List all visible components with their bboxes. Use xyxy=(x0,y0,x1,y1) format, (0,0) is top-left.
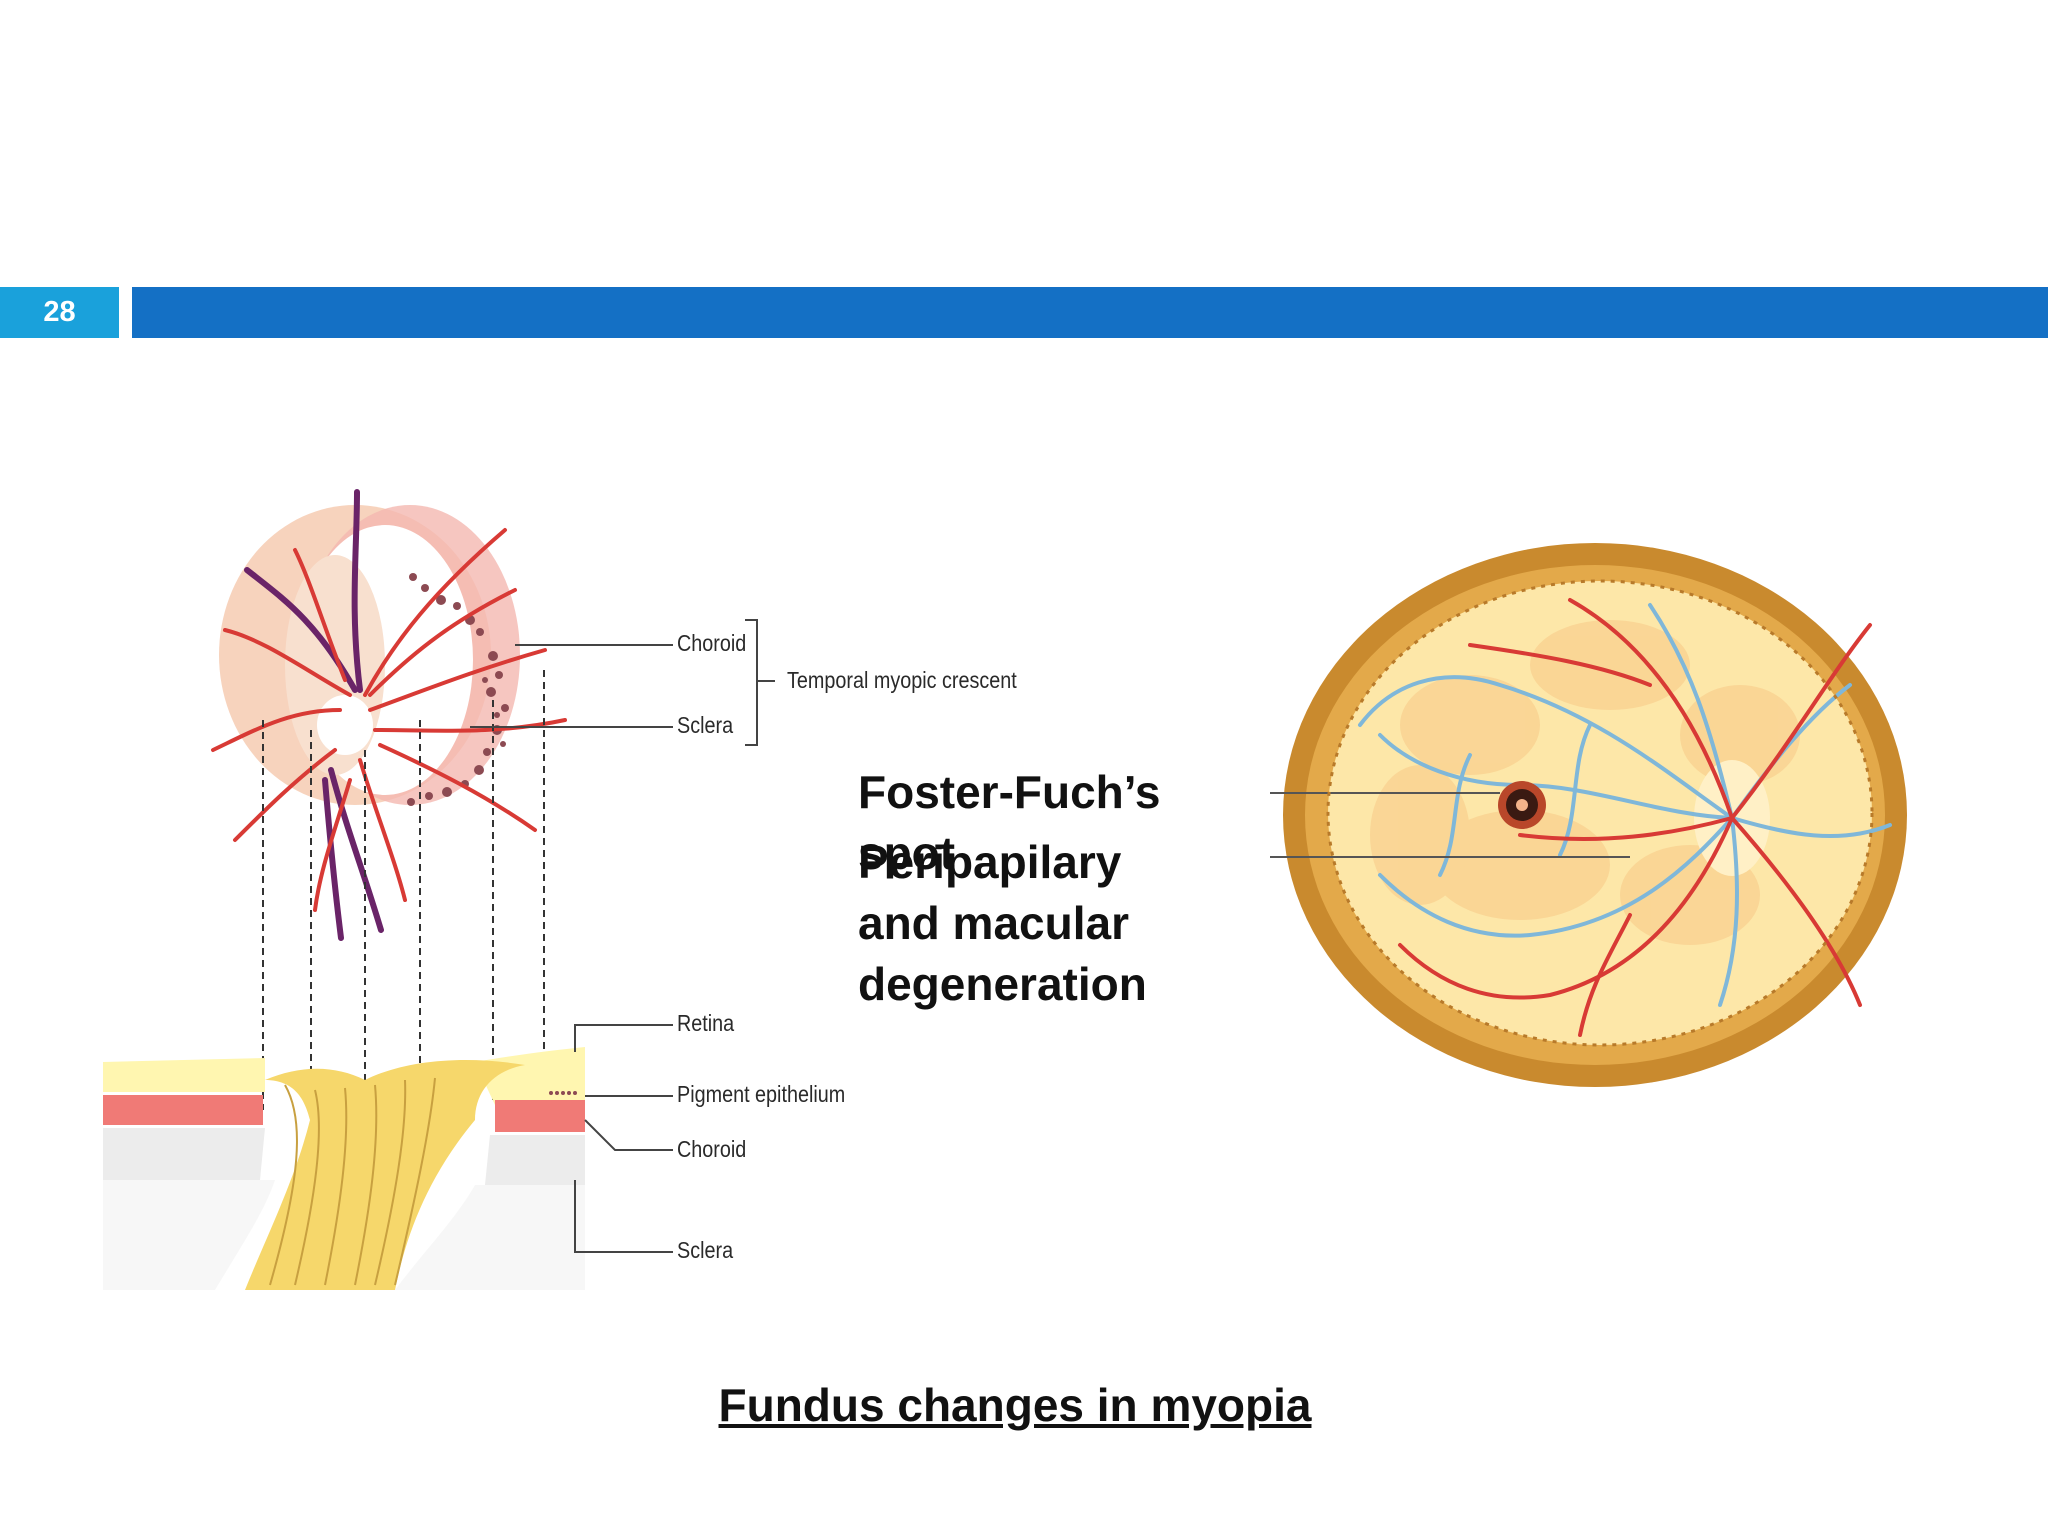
retina-layer-left xyxy=(103,1058,265,1092)
label-sclera-top: Sclera xyxy=(677,712,734,738)
label-temporal-crescent: Temporal myopic crescent xyxy=(787,667,1017,693)
nerve-fibers xyxy=(269,1077,436,1286)
label-retina: Retina xyxy=(677,1010,735,1036)
projection-lines xyxy=(262,670,545,1120)
sclera-left xyxy=(103,1180,275,1290)
callout-foster-fuchs: Foster-Fuch’s spot xyxy=(858,766,1161,879)
label-sclera-bottom: Sclera xyxy=(677,1237,734,1263)
label-choroid-bottom: Choroid xyxy=(677,1136,747,1162)
fundus-edge xyxy=(1326,579,1874,1047)
disc-center xyxy=(317,695,373,755)
retinal-veins xyxy=(244,489,384,941)
fundus-illustration xyxy=(1270,535,1970,1095)
title-bar xyxy=(132,287,2048,338)
slide-number: 28 xyxy=(0,287,119,338)
figure-caption: Fundus changes in myopia xyxy=(718,1379,1312,1431)
optic-nerve xyxy=(245,1060,525,1290)
label-pigment-epithelium: Pigment epithelium xyxy=(677,1081,846,1107)
choroid-left xyxy=(103,1128,265,1180)
sclera-right xyxy=(395,1185,585,1290)
label-choroid-top: Choroid xyxy=(677,630,747,656)
leader-lines xyxy=(470,619,775,1253)
retinal-arteries-red xyxy=(1398,598,1872,1037)
optic-disc-crescent-diagram: Choroid Temporal myopic crescent Sclera … xyxy=(95,480,1035,1320)
fundus-drawing xyxy=(1270,543,1907,1087)
choroid-right xyxy=(485,1135,585,1185)
epithelium-dots xyxy=(549,1091,577,1095)
retinal-arteries xyxy=(211,528,567,912)
callout-peripapilary: Peripapilary and macular degeneration xyxy=(858,836,1147,1010)
retina-layer-right xyxy=(475,1047,585,1105)
pigment-dots xyxy=(407,573,509,806)
optic-disc-illustration xyxy=(103,489,775,1290)
pigment-epithelium-right xyxy=(495,1100,585,1132)
pigment-epithelium-left xyxy=(103,1095,263,1125)
